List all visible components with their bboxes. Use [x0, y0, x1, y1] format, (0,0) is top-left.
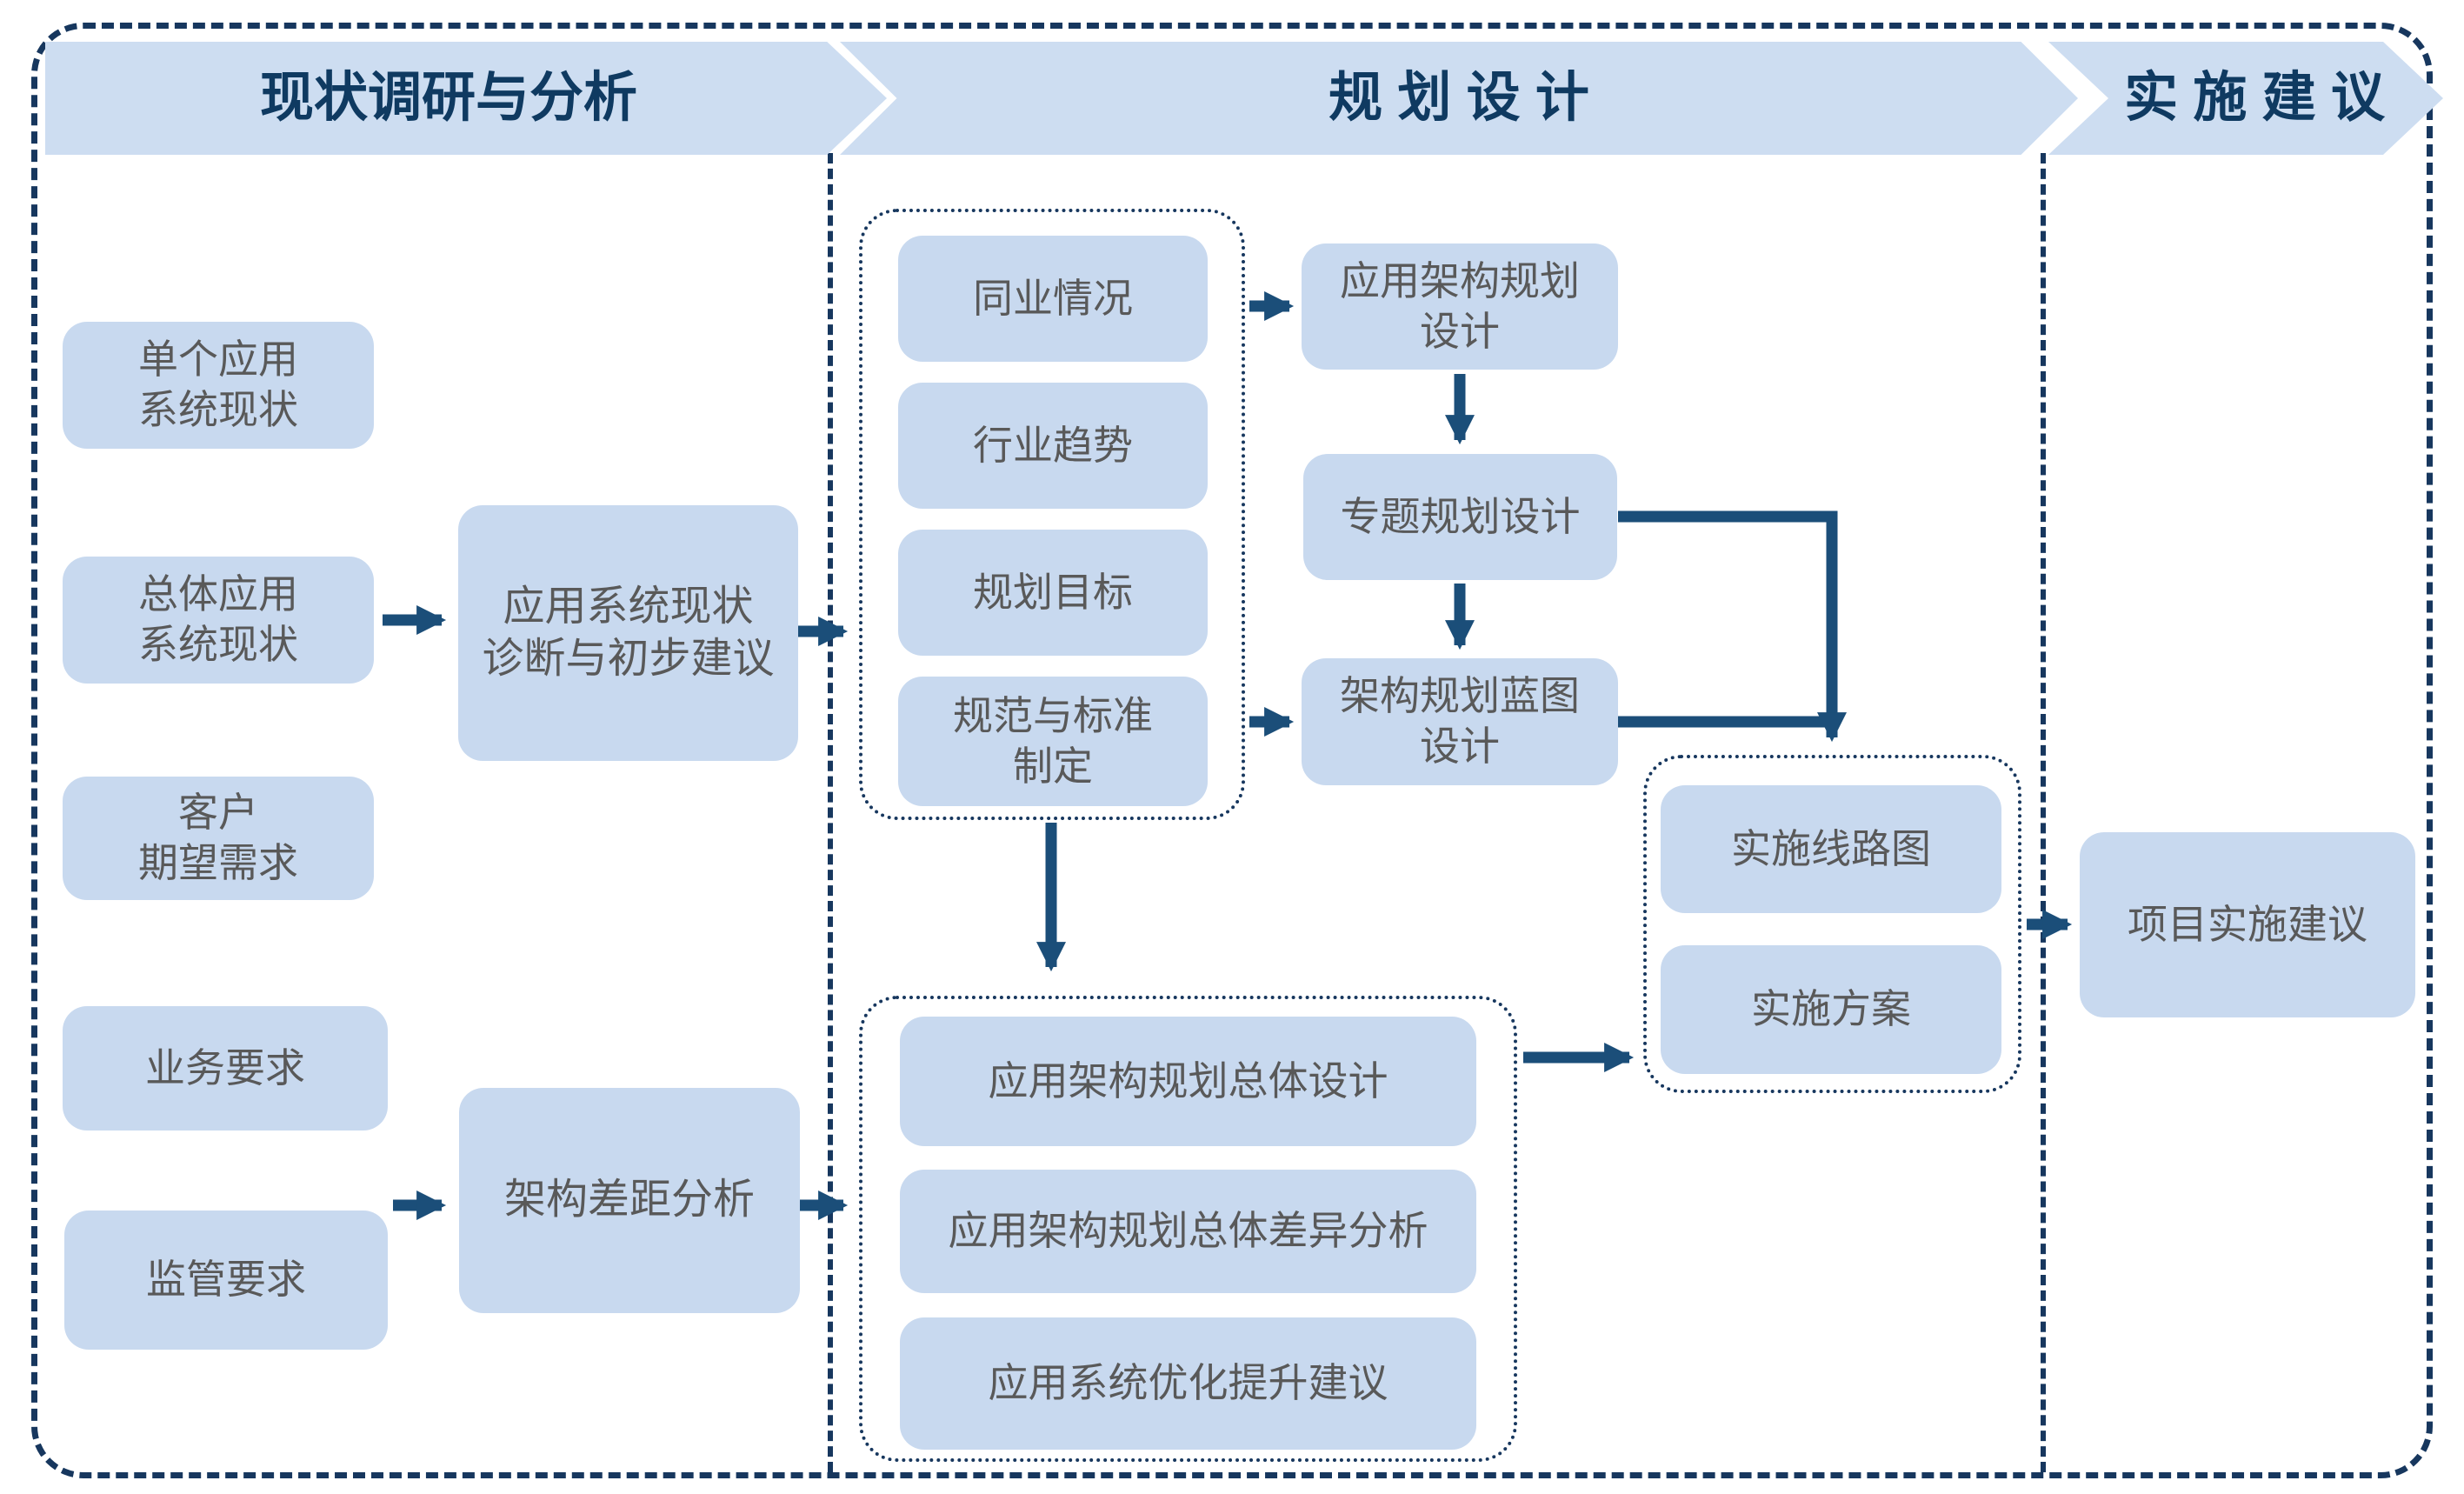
banner-stage-3: 实 施 建 议	[2048, 42, 2443, 155]
box-overall-gap-analysis: 应用架构规划总体差异分析	[900, 1170, 1476, 1293]
divider-stage2-stage3	[2041, 153, 2046, 1472]
group-research-inputs	[859, 209, 1245, 820]
box-customer-expectations: 客户 期望需求	[63, 777, 374, 900]
outer-dashed-border	[31, 23, 2433, 1478]
group-overall-design	[859, 996, 1517, 1462]
box-arch-gap-analysis: 架构差距分析	[459, 1088, 800, 1313]
box-single-app-status: 单个应用 系统现状	[63, 322, 374, 449]
box-regulatory-requirements: 监管要求	[64, 1211, 388, 1350]
divider-stage1-stage2	[828, 153, 833, 1472]
box-overall-design: 应用架构规划总体设计	[900, 1017, 1476, 1146]
box-peer-situation: 同业情况	[898, 236, 1208, 362]
box-industry-trends: 行业趋势	[898, 383, 1208, 509]
box-app-arch-planning-design: 应用架构规划 设计	[1302, 243, 1618, 370]
box-impl-roadmap: 实施线路图	[1661, 785, 2001, 913]
box-impl-plan: 实施方案	[1661, 945, 2001, 1074]
banner-stage-2: 规 划 设 计	[840, 42, 2078, 155]
box-app-status-diagnosis: 应用系统现状 诊断与初步建议	[458, 505, 798, 761]
box-overall-app-status: 总体应用 系统现状	[63, 557, 374, 684]
box-optimization-suggestions: 应用系统优化提升建议	[900, 1317, 1476, 1450]
box-arch-blueprint-design: 架构规划蓝图 设计	[1302, 658, 1618, 785]
banner-stage-1: 现状调研与分析	[45, 42, 887, 155]
box-planning-goals: 规划目标	[898, 530, 1208, 656]
box-special-topic-planning: 专题规划设计	[1303, 454, 1617, 580]
box-standards-development: 规范与标准 制定	[898, 677, 1208, 806]
group-implementation	[1643, 755, 2021, 1093]
box-business-requirements: 业务要求	[63, 1006, 388, 1131]
box-project-impl-suggestion: 项目实施建议	[2080, 832, 2415, 1017]
